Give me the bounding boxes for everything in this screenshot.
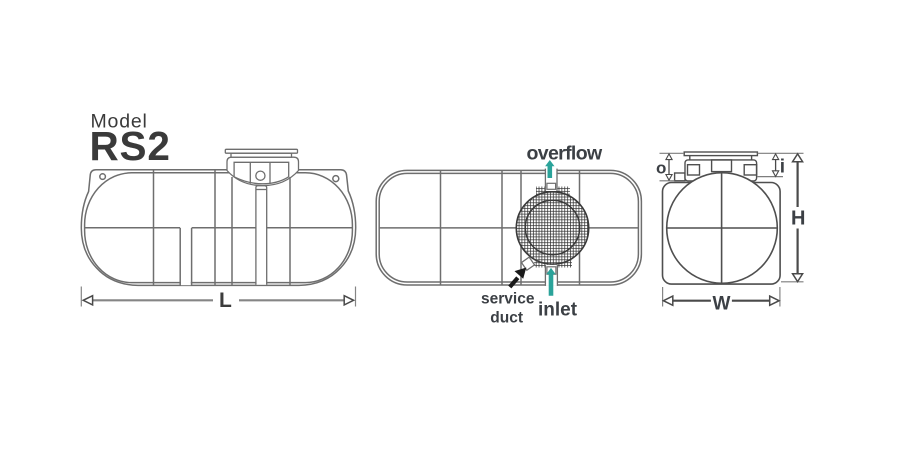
svg-text:duct: duct (490, 310, 523, 327)
svg-text:Model: Model (91, 110, 148, 132)
svg-text:overflow: overflow (527, 143, 603, 165)
svg-text:RS2: RS2 (90, 123, 171, 169)
svg-text:inlet: inlet (538, 300, 578, 321)
svg-text:service: service (481, 291, 535, 308)
svg-text:o: o (656, 159, 666, 178)
svg-text:H: H (791, 208, 805, 230)
svg-text:L: L (219, 289, 232, 312)
svg-text:W: W (713, 293, 731, 314)
svg-text:i: i (780, 157, 785, 178)
